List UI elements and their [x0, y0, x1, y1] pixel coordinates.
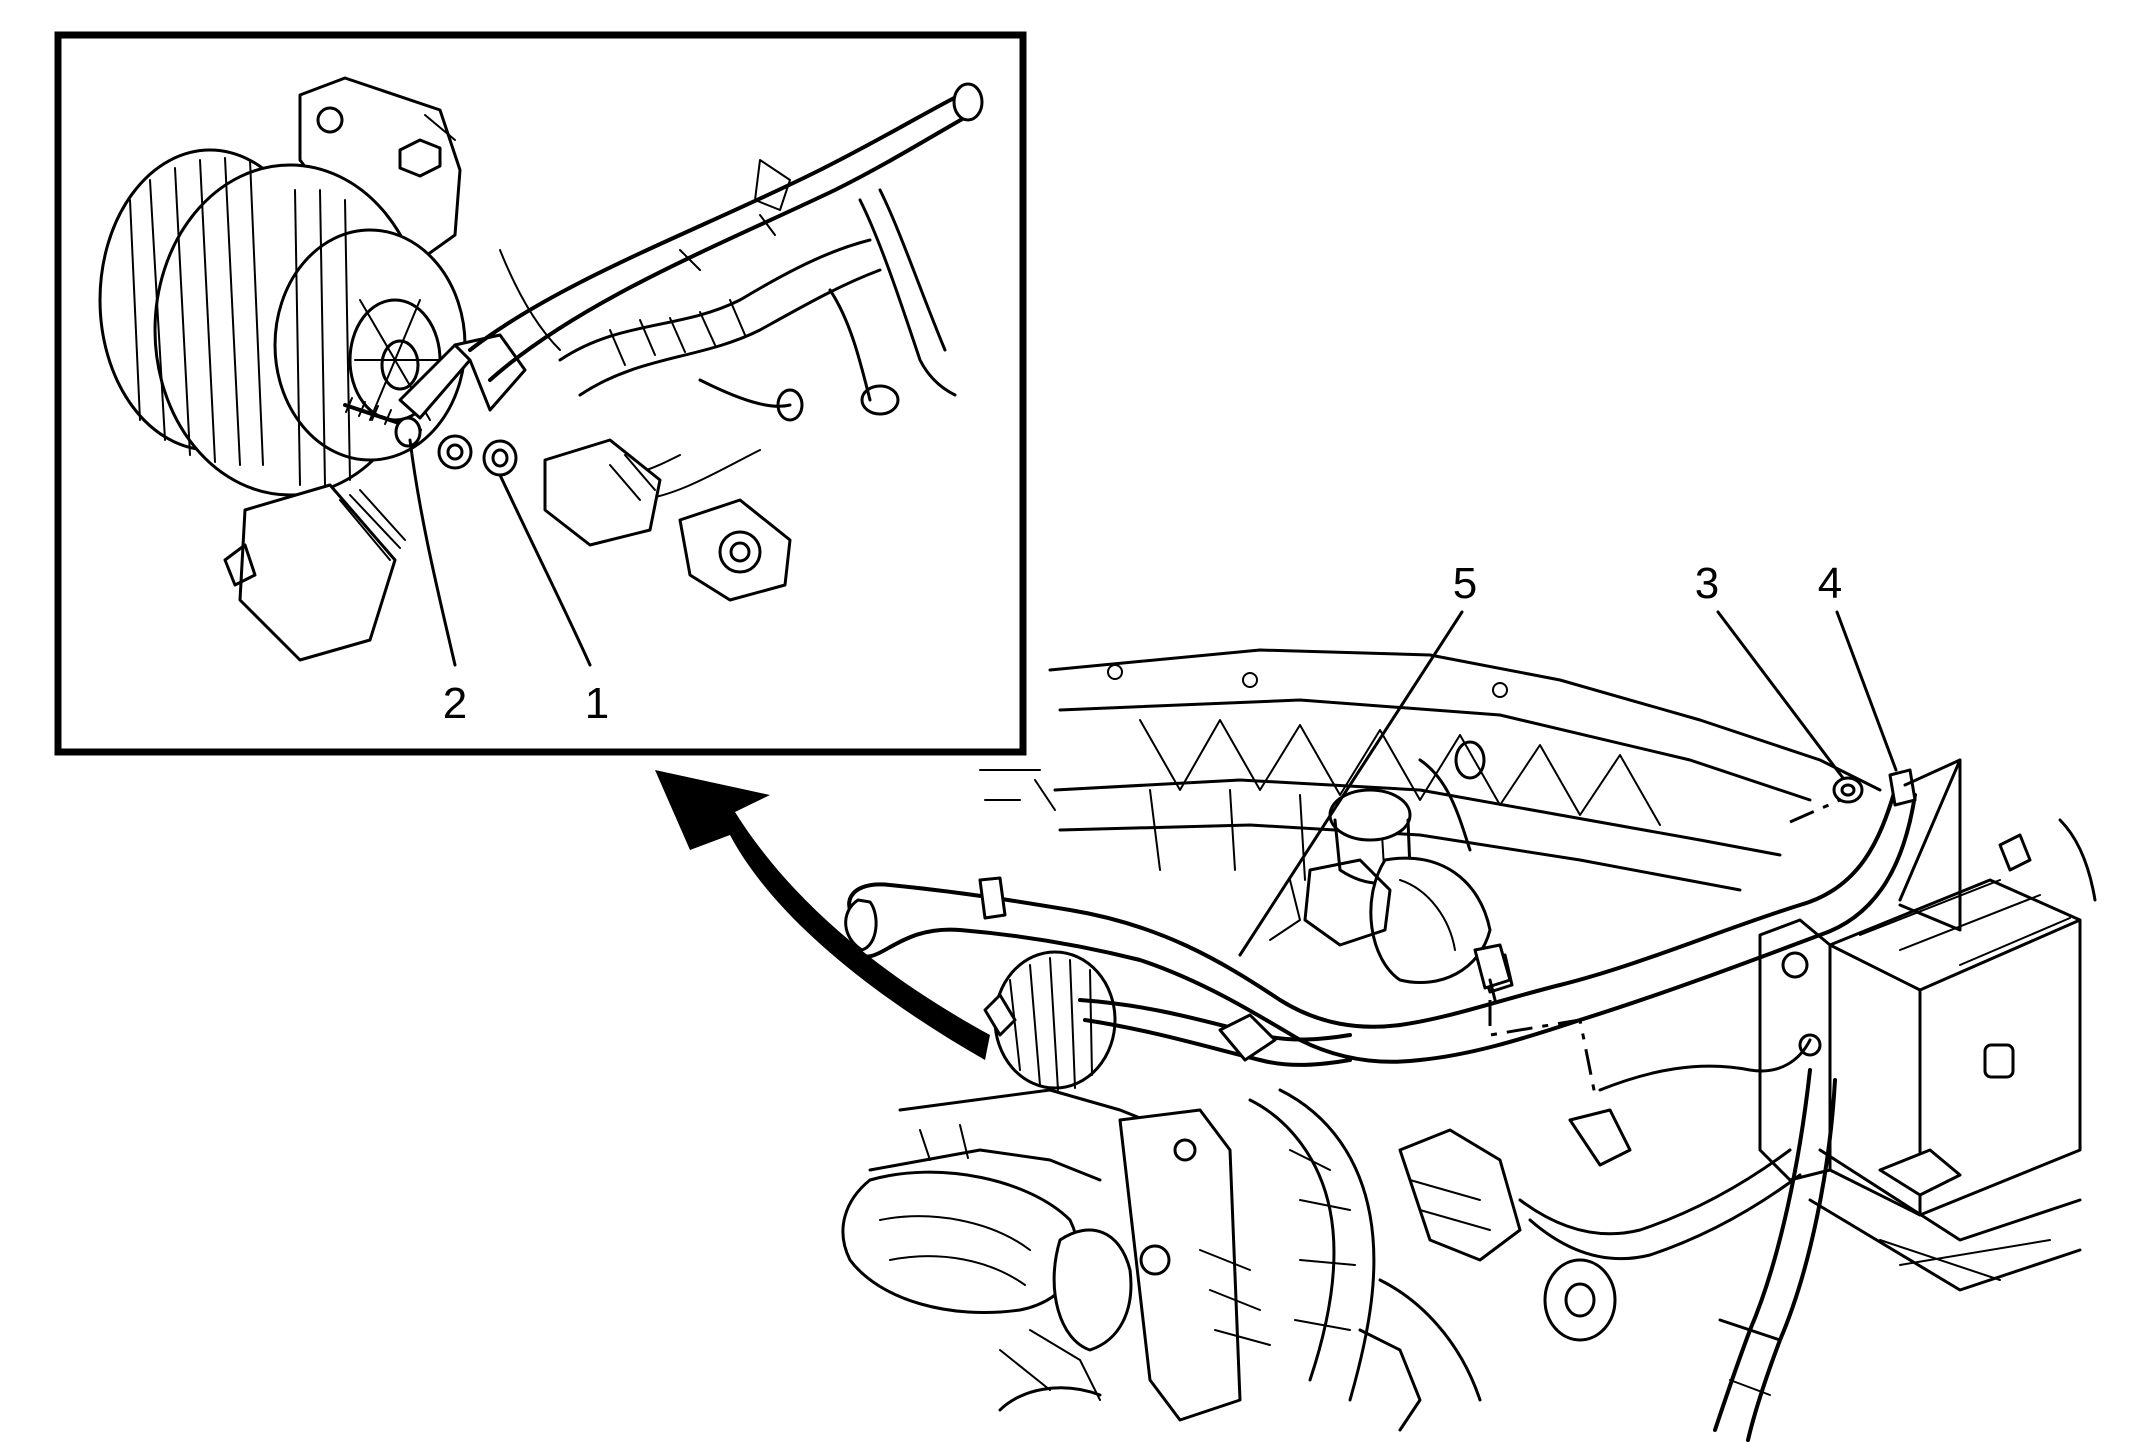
battery-cable-lower — [1713, 1068, 1837, 1442]
terminal-nut-hardware — [394, 416, 518, 477]
cowl-panel — [979, 648, 1882, 892]
zoom-arrow — [655, 770, 990, 1060]
callout-2: 2 — [443, 679, 467, 728]
leader-line-4 — [1835, 610, 1898, 772]
positive-battery-cable — [844, 768, 1917, 1064]
leader-line-5 — [1238, 610, 1464, 957]
wiring-harness-inset — [499, 159, 957, 602]
inset-callouts: 2 1 — [408, 438, 609, 728]
battery-tray — [1808, 1148, 2082, 1292]
battery — [1758, 818, 2097, 1217]
cable-clip — [1473, 943, 1597, 1096]
battery-terminal-hardware — [1789, 758, 1962, 932]
main-callouts: 5 3 4 — [1238, 559, 1898, 957]
callout-4: 4 — [1818, 559, 1842, 608]
callout-3: 3 — [1695, 559, 1719, 608]
intake-assembly — [1269, 788, 1492, 985]
engine-front — [841, 950, 1812, 1432]
engine-bay — [841, 648, 2097, 1442]
positive-cable-inset — [398, 82, 984, 420]
leader-line-2 — [408, 438, 457, 667]
curved-arrow-icon — [655, 770, 990, 1060]
alternator — [98, 148, 467, 662]
callout-5: 5 — [1453, 559, 1477, 608]
leader-line-3 — [1716, 610, 1845, 780]
callout-1: 1 — [585, 679, 609, 728]
leader-line-1 — [498, 473, 592, 667]
detail-inset: 2 1 — [54, 31, 1027, 756]
